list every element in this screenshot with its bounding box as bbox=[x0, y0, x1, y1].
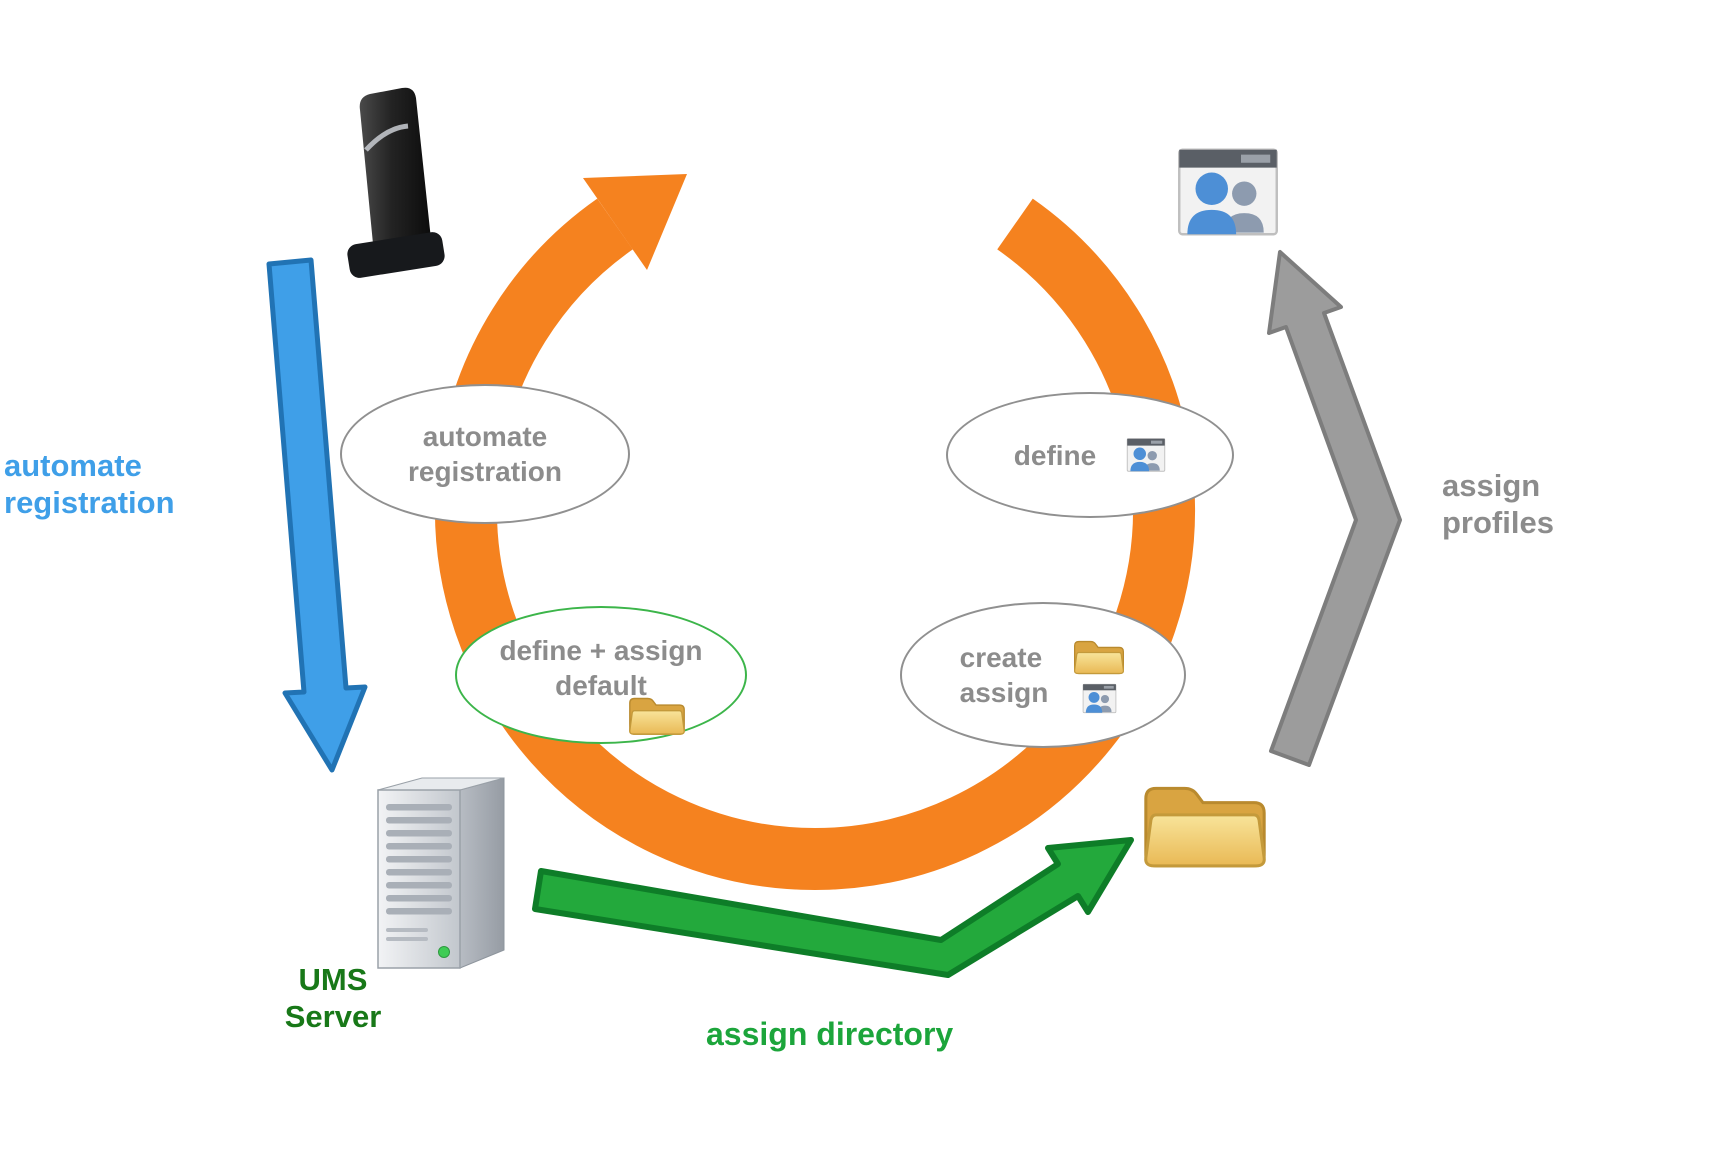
assign-profiles-label: assign profiles bbox=[1442, 468, 1554, 540]
server-tower-icon bbox=[377, 777, 505, 969]
automate-registration-arrow bbox=[266, 257, 368, 773]
assign-profiles-arrow bbox=[1267, 250, 1402, 767]
assign-directory-label: assign directory bbox=[706, 1016, 954, 1052]
bubble-define: define bbox=[946, 392, 1234, 518]
user-card-icon bbox=[1082, 683, 1117, 714]
user-card-icon bbox=[1178, 148, 1278, 236]
user-card-icon bbox=[1127, 438, 1166, 472]
bubble-define-assign-default: define + assign default bbox=[455, 606, 747, 744]
ums-server-label: UMS Server bbox=[284, 962, 382, 1034]
folder-icon bbox=[1144, 786, 1266, 868]
bubble-automate-registration-label: automate registration bbox=[407, 421, 563, 487]
bubble-define-label: define bbox=[1013, 439, 1097, 471]
thin-client-device-icon bbox=[347, 87, 445, 278]
automate-registration-label: automate registration bbox=[4, 448, 175, 520]
folder-icon bbox=[629, 697, 685, 735]
bubble-create-assign-label: create assign bbox=[959, 642, 1049, 708]
bubble-create-assign: create assign bbox=[900, 602, 1186, 748]
folder-icon bbox=[1074, 640, 1125, 675]
bubble-automate-registration: automate registration bbox=[340, 384, 630, 524]
bubble-create-assign-icons bbox=[1072, 634, 1126, 716]
bubble-define-assign-default-label: define + assign default bbox=[499, 635, 703, 701]
assign-directory-arrow bbox=[532, 837, 1134, 978]
